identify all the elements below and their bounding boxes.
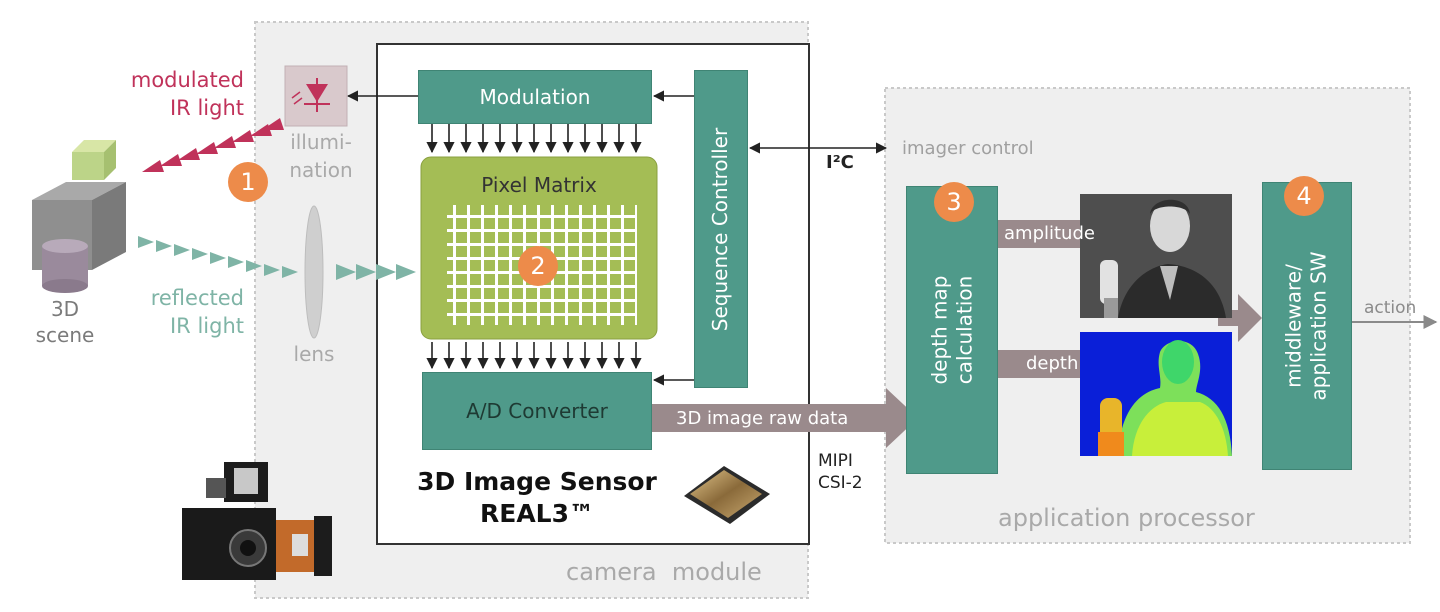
- imager-control-label: imager control: [902, 138, 1034, 159]
- step-badge-2: 2: [518, 246, 558, 286]
- raw-data-label: 3D image raw data: [676, 408, 849, 429]
- ad-converter-label: A/D Converter: [466, 399, 608, 423]
- action-label: action: [1364, 298, 1417, 318]
- modulation-block: Modulation: [418, 70, 652, 124]
- camera-module-label: camera module: [566, 558, 762, 586]
- cylinder-icon: [42, 239, 88, 293]
- to-middleware-arrow: [1218, 294, 1262, 342]
- middleware-block: middleware/ application SW: [1262, 182, 1352, 470]
- lens-label: lens: [293, 342, 335, 366]
- sequence-controller-block: Sequence Controller: [694, 70, 748, 388]
- amplitude-image: [1080, 194, 1232, 318]
- sequence-controller-label: Sequence Controller: [708, 127, 733, 331]
- mipi-label: MIPI CSI-2: [818, 451, 863, 493]
- depth-label: depth: [1026, 353, 1079, 374]
- depth-image: [1080, 332, 1232, 456]
- pixel-matrix-label: Pixel Matrix: [481, 173, 597, 197]
- modulation-label: Modulation: [479, 85, 591, 109]
- step-badge-4: 4: [1284, 176, 1324, 216]
- application-processor-label: application processor: [998, 504, 1255, 532]
- modulated-ir-label: modulated IR light: [130, 68, 244, 120]
- camera-board-icon: [182, 462, 332, 580]
- amplitude-label: amplitude: [1004, 223, 1095, 244]
- step-badge-3: 3: [934, 182, 974, 222]
- modulation-arrows: [426, 124, 642, 154]
- illumination-label: illumi- nation: [289, 130, 353, 182]
- amplitude-arrow: [998, 204, 1124, 264]
- reflected-ir-label: reflected IR light: [150, 286, 244, 338]
- lens-icon: [304, 205, 324, 339]
- led-icon: [284, 65, 348, 127]
- sensor-title: 3D Image Sensor REAL3™: [417, 467, 657, 528]
- scene-label: 3D scene: [35, 297, 95, 347]
- step-badge-1: 1: [228, 162, 268, 202]
- modulated-ir-arrows: [142, 118, 284, 172]
- chip-icon: [684, 466, 770, 524]
- raw-data-arrow: [642, 388, 918, 448]
- lens-to-sensor-arrows: [336, 264, 416, 280]
- i2c-label: I²C: [826, 152, 854, 173]
- depth-calculation-block: depth map calculation: [906, 186, 998, 474]
- depth-arrow: [998, 334, 1124, 394]
- adc-arrows: [426, 342, 642, 370]
- ad-converter-block: A/D Converter: [422, 372, 652, 450]
- reflected-ir-arrows: [138, 236, 298, 278]
